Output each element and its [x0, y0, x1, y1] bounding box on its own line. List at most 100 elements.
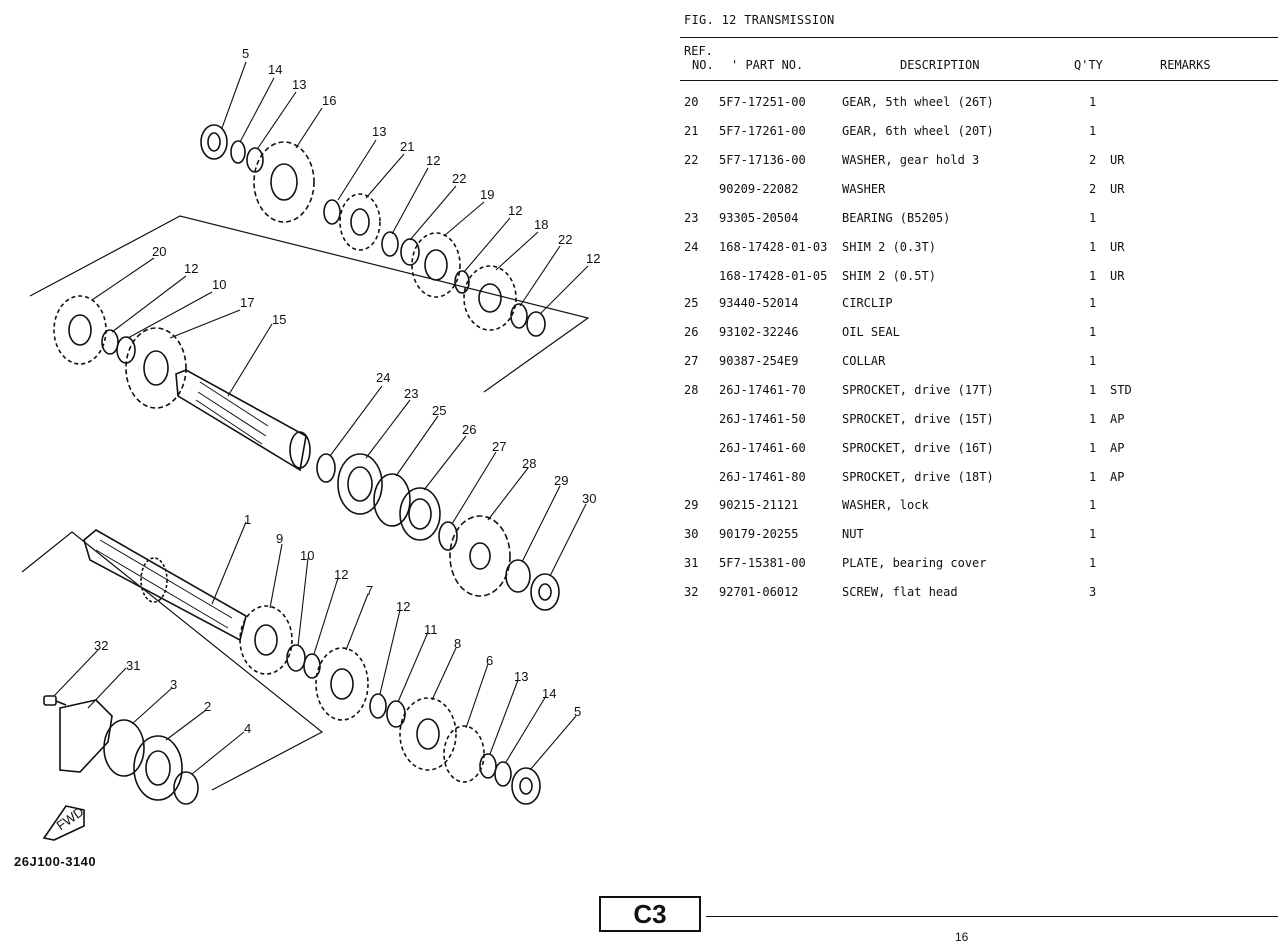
part-18-gear-hub — [478, 283, 502, 313]
part-no-cell: 92701-06012 — [719, 585, 799, 599]
part-7-gear — [315, 647, 369, 721]
figure-title: FIG. 12 TRANSMISSION — [684, 13, 835, 27]
part-3-circlip — [103, 719, 145, 777]
part-9-gear-hub — [254, 624, 278, 656]
part-17-gear — [125, 327, 187, 409]
ref-no-cell: 21 — [684, 124, 699, 138]
callout: 2 — [204, 699, 211, 714]
axle-spline-1 — [199, 381, 269, 427]
description-cell: WASHER, gear hold 3 — [842, 153, 980, 167]
qty-cell: 1 — [1089, 498, 1097, 512]
qty-cell: 1 — [1089, 211, 1097, 225]
part-22-washer-b — [510, 303, 528, 329]
part-30-nut — [530, 573, 560, 611]
part-12-circlip-c — [526, 311, 546, 337]
part-9-gear — [239, 605, 293, 675]
callout: 9 — [276, 531, 283, 546]
qty-cell: 1 — [1089, 383, 1097, 397]
ref-no-cell: 25 — [684, 296, 699, 310]
part-12-circlip-b — [454, 270, 470, 294]
qty-cell: 1 — [1089, 325, 1097, 339]
ref-no-cell: 31 — [684, 556, 699, 570]
part-no-cell: 26J-17461-70 — [719, 383, 806, 397]
callout: 13 — [514, 669, 528, 684]
callout: 12 — [396, 599, 410, 614]
part-no-cell: 90179-20255 — [719, 527, 799, 541]
description-cell: SHIM 2 (0.3T) — [842, 240, 936, 254]
part-16-gear-hub — [270, 163, 298, 201]
part-14-washer — [230, 140, 246, 164]
part-no-cell: 93305-20504 — [719, 211, 799, 225]
callout: 5 — [242, 46, 249, 61]
callout: 14 — [268, 62, 282, 77]
ref-no-cell: 24 — [684, 240, 699, 254]
part-7-gear-hub — [330, 668, 354, 700]
remarks-cell: AP — [1110, 412, 1125, 426]
part-5-bearing — [200, 124, 228, 160]
callout: 25 — [432, 403, 446, 418]
axle-spline-2 — [197, 391, 267, 437]
callout: 7 — [366, 583, 373, 598]
part-no-cell: 5F7-17251-00 — [719, 95, 806, 109]
callout: 11 — [424, 622, 438, 637]
fwd-arrow-icon — [42, 805, 85, 841]
callout: 3 — [170, 677, 177, 692]
qty-cell: 2 — [1089, 182, 1097, 196]
part-18-gear — [463, 265, 517, 331]
drive-spline-2 — [95, 549, 229, 629]
part-15-axle-end — [289, 431, 311, 469]
callout: 10 — [300, 548, 314, 563]
table-row: 20 5F7-17251-00 GEAR, 5th wheel (26T) 1 — [0, 95, 1284, 115]
callout: 18 — [534, 217, 548, 232]
description-cell: SCREW, flat head — [842, 585, 958, 599]
part-26-oil-seal-inner — [408, 498, 432, 530]
callout: 12 — [426, 153, 440, 168]
upper-assembly-plane — [29, 215, 590, 393]
callout: 19 — [480, 187, 494, 202]
table-row: 26 93102-32246 OIL SEAL 1 — [0, 325, 1284, 345]
callout: 12 — [508, 203, 522, 218]
callout: 12 — [184, 261, 198, 276]
description-cell: SPROCKET, drive (17T) — [842, 383, 994, 397]
qty-cell: 1 — [1089, 470, 1097, 484]
description-cell: BEARING (B5205) — [842, 211, 951, 225]
part-31-bearing-cover-plate — [59, 699, 113, 773]
callout: 23 — [404, 386, 418, 401]
table-row: 25 93440-52014 CIRCLIP 1 — [0, 296, 1284, 316]
callout-numbers: 5 14 13 16 13 21 12 22 19 12 18 22 12 20… — [94, 46, 600, 736]
part-22-washer — [400, 238, 420, 266]
part-12-circlip — [381, 231, 399, 257]
callout: 32 — [94, 638, 108, 653]
part-29-lock-washer — [505, 559, 531, 593]
description-cell: GEAR, 6th wheel (20T) — [842, 124, 994, 138]
callout: 4 — [244, 721, 251, 736]
ref-no-cell: 32 — [684, 585, 699, 599]
description-cell: CIRCLIP — [842, 296, 893, 310]
ref-no-cell: 29 — [684, 498, 699, 512]
part-12-circlip-low — [303, 653, 321, 679]
part-no-cell: 26J-17461-80 — [719, 470, 806, 484]
part-25-circlip — [373, 473, 411, 527]
qty-cell: 1 — [1089, 240, 1097, 254]
qty-cell: 1 — [1089, 95, 1097, 109]
main-axle-cluster — [53, 295, 560, 611]
part-no-cell: 5F7-17136-00 — [719, 153, 806, 167]
part-19-gear — [411, 232, 461, 298]
part-no-cell: 90215-21121 — [719, 498, 799, 512]
drawing-id: 26J100-3140 — [14, 854, 97, 869]
table-row: 26J-17461-60 SPROCKET, drive (16T) 1 AP — [0, 441, 1284, 461]
section-badge: C3 — [599, 896, 701, 932]
table-row: 31 5F7-15381-00 PLATE, bearing cover 1 — [0, 556, 1284, 576]
part-26-oil-seal — [399, 487, 441, 541]
table-row: 168-17428-01-05 SHIM 2 (0.5T) 1 UR — [0, 269, 1284, 289]
callout: 15 — [272, 312, 286, 327]
qty-cell: 1 — [1089, 556, 1097, 570]
qty-cell: 1 — [1089, 527, 1097, 541]
callout: 26 — [462, 422, 476, 437]
forward-direction-marker: FWD — [42, 804, 86, 841]
drive-spline-1 — [99, 539, 233, 619]
callout: 27 — [492, 439, 506, 454]
part-no-cell: 168-17428-01-03 — [719, 240, 828, 254]
table-row: 27 90387-254E9 COLLAR 1 — [0, 354, 1284, 374]
qty-cell: 1 — [1089, 269, 1097, 283]
